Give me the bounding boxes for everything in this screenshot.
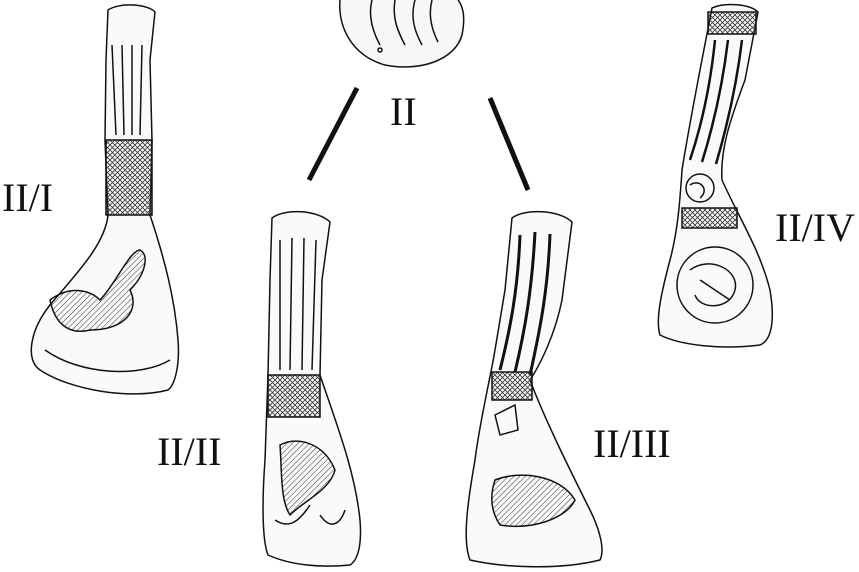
label-ii-ii: II/II [157,432,221,472]
label-ii-iii: II/III [593,424,671,464]
fragment-ii-drawing [340,0,464,67]
connector-left [309,88,357,180]
label-ii-i: II/I [2,178,53,218]
axe-ii-iii-drawing [466,212,602,567]
label-ii: II [390,92,417,132]
axe-ii-iv-drawing [658,5,772,347]
connector-right [490,98,528,190]
label-ii-iv: II/IV [775,208,855,248]
axe-ii-i-drawing [31,5,178,394]
axe-ii-ii-drawing [263,212,360,567]
